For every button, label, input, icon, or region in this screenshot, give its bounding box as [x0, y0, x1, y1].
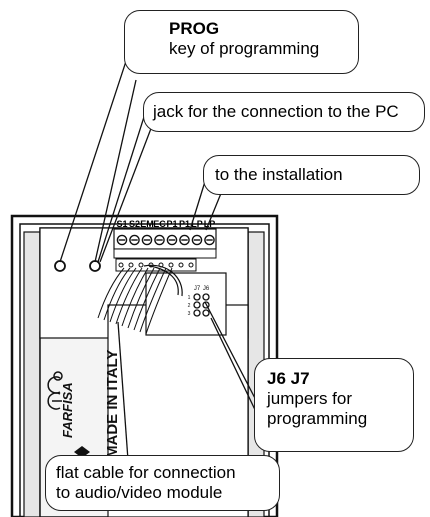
left-rail	[23, 231, 41, 517]
jumper-pin	[193, 309, 201, 317]
jumper-side-label: 1	[188, 295, 191, 301]
callout-installation: to the installation	[203, 155, 420, 195]
jumpers-title: J6 J7	[267, 369, 310, 388]
jumper-pin	[193, 293, 201, 301]
pc-jack	[89, 260, 101, 272]
flat-cable-line2: to audio/video module	[56, 483, 223, 502]
jumper-pin	[202, 309, 210, 317]
callout-jack: jack for the connection to the PC	[143, 92, 425, 132]
jumper-pin	[193, 301, 201, 309]
terminal-label: LP	[204, 219, 216, 229]
jumper-side-label: 3	[188, 311, 191, 317]
made-in-italy-text: MADE IN ITALY	[104, 350, 121, 458]
jumpers-line2: programming	[267, 409, 368, 428]
connector-pin	[118, 262, 124, 268]
callout-jumpers: J6 J7 jumpers for programming	[254, 358, 414, 452]
terminal-label: S1	[116, 219, 127, 229]
brand-text: FARFISA	[60, 382, 75, 438]
flat-cable-line1: flat cable for connection	[56, 463, 236, 482]
terminal-label: P1	[166, 219, 177, 229]
jumper-side-label: 2	[188, 303, 191, 309]
terminal-label: EC	[153, 219, 166, 229]
leader-lines	[59, 39, 259, 461]
jumper-header-label: J7	[194, 286, 201, 292]
terminal-label: EM	[140, 219, 154, 229]
ce-mark	[47, 376, 62, 410]
connector-pin	[188, 262, 194, 268]
jack-description: jack for the connection to the PC	[153, 102, 399, 121]
jumper-header-label: J6	[203, 286, 210, 292]
terminal-label: S2	[129, 219, 140, 229]
jumper-pin	[202, 293, 210, 301]
flat-cable	[97, 264, 183, 335]
jumpers-line1: jumpers for	[267, 389, 353, 408]
installation-description: to the installation	[215, 165, 343, 184]
terminal-label: P1	[179, 219, 190, 229]
prog-title: PROG	[169, 19, 220, 38]
prog-key	[54, 260, 66, 272]
callout-prog: PROG key of programming	[124, 10, 359, 74]
connector-pin	[168, 262, 174, 268]
connector-pin	[128, 262, 134, 268]
callout-flat-cable: flat cable for connection to audio/video…	[45, 455, 280, 511]
prog-description: key of programming	[169, 39, 320, 58]
ce-dot	[53, 371, 63, 381]
connector-pin	[138, 262, 144, 268]
terminal-label: LP	[191, 219, 203, 229]
connector-pin	[178, 262, 184, 268]
